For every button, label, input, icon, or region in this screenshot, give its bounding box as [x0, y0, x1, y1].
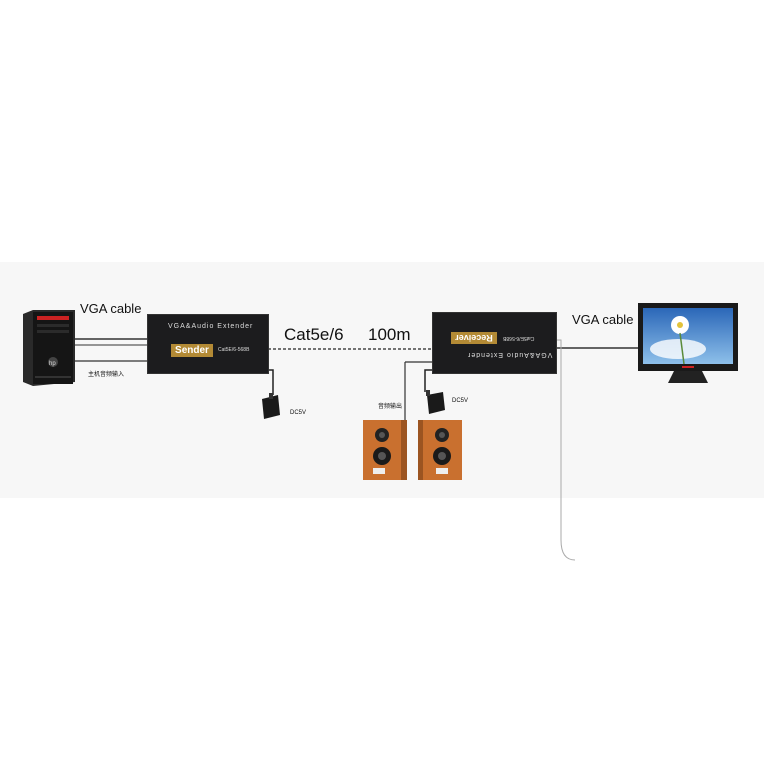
receiver-badge: Receiver: [451, 332, 497, 344]
sender-top-text: VGA&Audio Extender: [168, 323, 254, 330]
speaker-right: [418, 420, 462, 480]
speaker-left: [363, 420, 407, 480]
power-adapter-left: [260, 393, 282, 421]
cat-label: Cat5e/6: [284, 325, 344, 344]
audio-output-label: 音频输出: [378, 404, 403, 410]
receiver-top-text: VGA&Audio Extender: [467, 351, 553, 358]
pc-tower-graphic: hp: [23, 310, 75, 386]
power-adapter-right-icon: [426, 390, 445, 414]
pc-tower: hp: [23, 310, 75, 386]
host-audio-input-label: 主机音频输入: [88, 372, 125, 378]
speaker-right-graphic: [418, 420, 462, 480]
dc-left-label: DC5V: [290, 410, 307, 416]
vga-cable-left-label: VGA cable: [80, 301, 142, 316]
monitor: [638, 303, 738, 385]
vga-cable-right-label: VGA cable: [572, 312, 634, 327]
sender-badge: Sender: [171, 344, 213, 357]
power-adapter-left-icon: [262, 393, 280, 419]
svg-text:hp: hp: [49, 361, 56, 367]
distance-label: 100m: [368, 325, 411, 344]
power-adapter-right: [425, 390, 447, 416]
vga-lead-right: [556, 339, 576, 561]
dc-right-label: DC5V: [452, 398, 469, 404]
monitor-graphic: [638, 303, 738, 383]
speaker-left-graphic: [363, 420, 407, 480]
power-cable-right: [424, 369, 432, 392]
receiver-model: Cat5E/6-568B: [503, 335, 535, 341]
sender-device: VGA&Audio Extender Sender Cat5E/6-568B: [147, 314, 269, 374]
sender-model: Cat5E/6-568B: [218, 347, 250, 353]
receiver-device: Receiver Cat5E/6-568B VGA&Audio Extender: [432, 312, 557, 374]
